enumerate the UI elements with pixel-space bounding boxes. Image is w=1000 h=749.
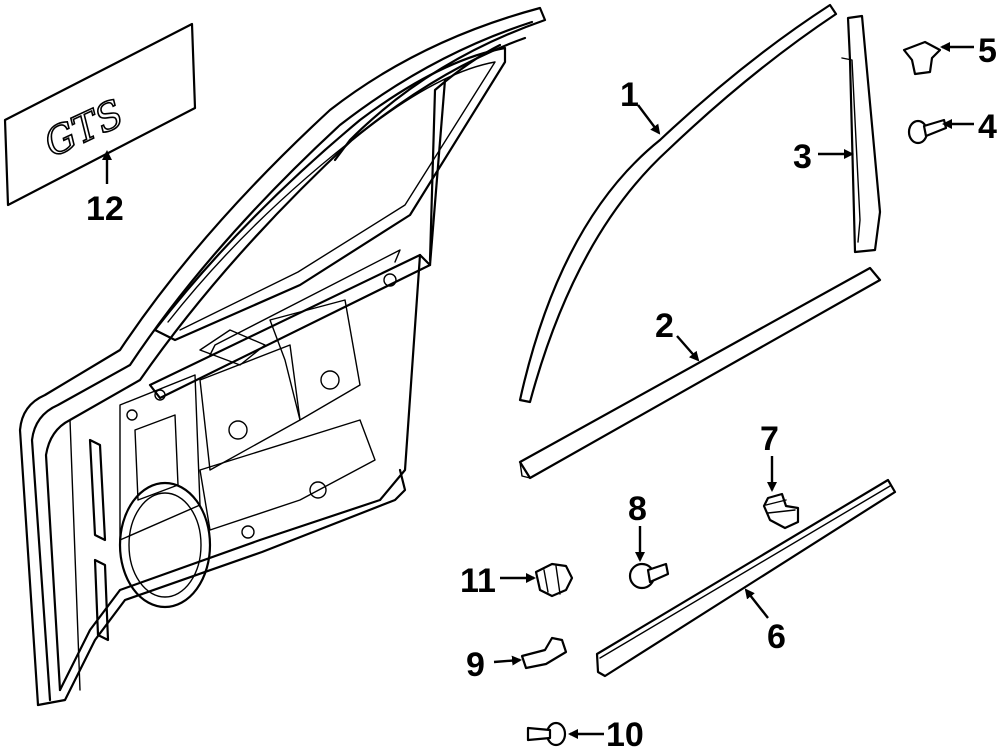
callout-1: 1 — [620, 76, 639, 114]
arrow-6 — [744, 588, 769, 619]
door-shell — [18, 6, 547, 707]
belt-molding — [518, 266, 882, 480]
retainer-nut — [902, 40, 942, 76]
side-molding — [595, 478, 897, 678]
callout-2: 2 — [655, 307, 674, 345]
molding-clip — [534, 562, 574, 598]
callout-4: 4 — [978, 108, 997, 146]
leader-arrows — [102, 42, 974, 739]
bracket-clip — [520, 636, 568, 670]
arrow-2 — [676, 335, 700, 362]
callout-10: 10 — [606, 716, 644, 749]
arrow-1 — [637, 104, 661, 135]
callout-8: 8 — [628, 490, 647, 528]
callout-11: 11 — [460, 562, 496, 600]
push-clip — [762, 492, 800, 530]
callout-6: 6 — [767, 618, 786, 656]
pillar-molding — [841, 14, 882, 254]
molding-screw — [907, 118, 948, 145]
gts-badge-plate: GTS — [3, 22, 197, 207]
arrow-9 — [493, 655, 522, 666]
callout-5: 5 — [978, 32, 997, 70]
callout-labels: 12 1 2 3 4 5 6 7 8 9 10 11 — [86, 32, 997, 749]
rivet — [628, 562, 670, 590]
callout-9: 9 — [466, 646, 485, 684]
window-frame-molding — [518, 3, 838, 404]
fastener-screw — [526, 721, 567, 747]
callout-7: 7 — [760, 420, 779, 458]
callout-12: 12 — [86, 190, 124, 228]
callout-3: 3 — [793, 138, 812, 176]
